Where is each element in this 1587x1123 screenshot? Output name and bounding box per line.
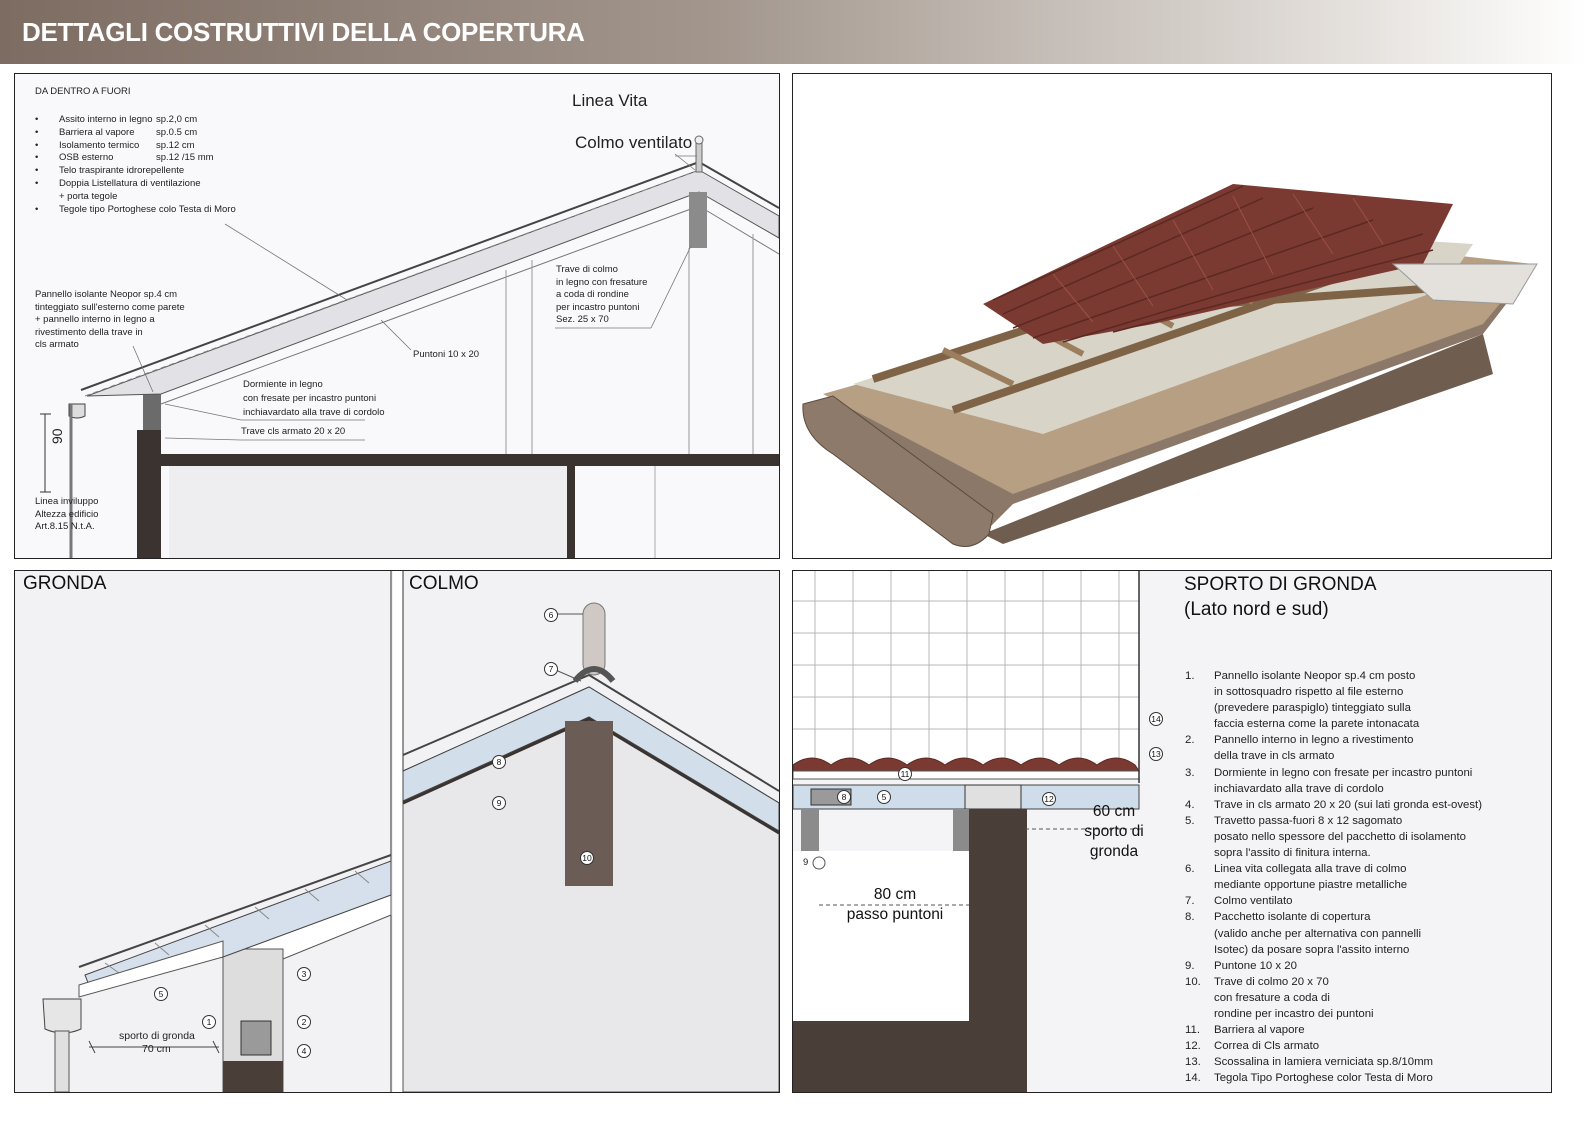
roof-section-drawing <box>15 74 779 558</box>
gronda-colmo-drawing <box>15 571 779 1092</box>
page-header: DETTAGLI COSTRUTTIVI DELLA COPERTURA <box>0 0 1587 64</box>
gronda-sporto-value: 70 cm <box>142 1043 171 1055</box>
marker-1: 1 <box>202 1015 216 1029</box>
note-item: 10.Trave di colmo 20 x 70 con fresature … <box>1185 975 1374 1020</box>
dormiente-label: Dormiente in legno con fresate per incas… <box>243 379 385 418</box>
dim-90-label: 90 <box>49 428 65 444</box>
notes-list: 1.Pannello isolante Neopor sp.4 cm posto… <box>1185 668 1545 1086</box>
colmo-title: COLMO <box>409 573 479 594</box>
colmo-ventilato-label: Colmo ventilato <box>575 133 693 152</box>
marker-11: 11 <box>898 767 912 781</box>
sporto-plan-drawing <box>793 571 1551 1092</box>
marker-3: 3 <box>297 967 311 981</box>
layers-heading: DA DENTRO A FUORI <box>35 86 131 97</box>
gronda-sporto-label: sporto di gronda <box>119 1030 195 1042</box>
sporto-panel: SPORTO DI GRONDA (Lato nord e sud) 60 cm… <box>792 570 1552 1093</box>
note-item: 13.Scossalina in lamiera verniciata sp.8… <box>1185 1056 1434 1069</box>
marker-9: 9 <box>492 796 506 810</box>
note-item: 9.Puntone 10 x 20 <box>1185 959 1297 972</box>
isometric-panel <box>792 73 1552 559</box>
linea-vita-label: Linea Vita <box>572 91 648 110</box>
sporto-title: SPORTO DI GRONDA <box>1184 574 1377 595</box>
note-item: 11.Barriera al vapore <box>1185 1024 1305 1037</box>
roof-isometric-drawing <box>802 184 1538 547</box>
marker-5: 5 <box>154 987 168 1001</box>
layer-item: Tegole tipo Portoghese colo Testa di Mor… <box>35 204 236 217</box>
pannello-label: Pannello isolante Neopor sp.4 cm tintegg… <box>35 289 185 350</box>
dim-80-label: 80 cm passo puntoni <box>846 886 944 923</box>
marker-8: 8 <box>837 790 851 804</box>
dim-60-label: 60 cm sporto di gronda <box>1084 803 1144 860</box>
marker-14: 14 <box>1149 712 1163 726</box>
section-panel: DA DENTRO A FUORI Assito interno in legn… <box>14 73 780 559</box>
trave-cls-label: Trave cls armato 20 x 20 <box>241 426 346 437</box>
marker-10: 10 <box>580 851 594 865</box>
gronda-colmo-panel: GRONDA COLMO sporto di gronda 70 cm 5 1 … <box>14 570 780 1093</box>
note-item: 5.Travetto passa-fuori 8 x 12 sagomato p… <box>1185 814 1467 860</box>
marker-6: 6 <box>544 608 558 622</box>
marker-9: 9 <box>803 857 809 868</box>
layer-item: Doppia Listellatura di ventilazione + po… <box>35 178 236 204</box>
marker-2: 2 <box>297 1015 311 1029</box>
note-item: 3.Dormiente in legno con fresate per inc… <box>1185 766 1473 795</box>
marker-8: 8 <box>492 755 506 769</box>
marker-4: 4 <box>297 1044 311 1058</box>
note-item: 2.Pannello interno in legno a rivestimen… <box>1185 734 1414 763</box>
trave-colmo-label: Trave di colmo in legno con fresature a … <box>556 264 648 325</box>
note-item: 4.Trave in cls armato 20 x 20 (sui lati … <box>1185 798 1483 811</box>
marker-5: 5 <box>877 790 891 804</box>
note-item: 7.Colmo ventilato <box>1185 895 1293 908</box>
note-item: 6.Linea vita collegata alla trave di col… <box>1185 863 1408 892</box>
marker-7: 7 <box>544 662 558 676</box>
puntoni-label: Puntoni 10 x 20 <box>413 349 480 360</box>
marker-12: 12 <box>1042 792 1056 806</box>
note-item: 14.Tegola Tipo Portoghese color Testa di… <box>1185 1072 1433 1085</box>
sporto-subtitle: (Lato nord e sud) <box>1184 599 1329 620</box>
note-item: 12.Correa di Cls armato <box>1185 1040 1320 1053</box>
marker-13: 13 <box>1149 747 1163 761</box>
note-item: 1.Pannello isolante Neopor sp.4 cm posto… <box>1185 670 1420 731</box>
note-item: 8.Pacchetto isolante di copertura (valid… <box>1185 911 1422 956</box>
linea-inviluppo-label: Linea inviluppo Altezza edificio Art.8.1… <box>35 496 99 532</box>
layer-item: Telo traspirante idrorepellente <box>35 165 236 178</box>
gronda-title: GRONDA <box>23 573 107 594</box>
page-title: DETTAGLI COSTRUTTIVI DELLA COPERTURA <box>22 17 585 47</box>
